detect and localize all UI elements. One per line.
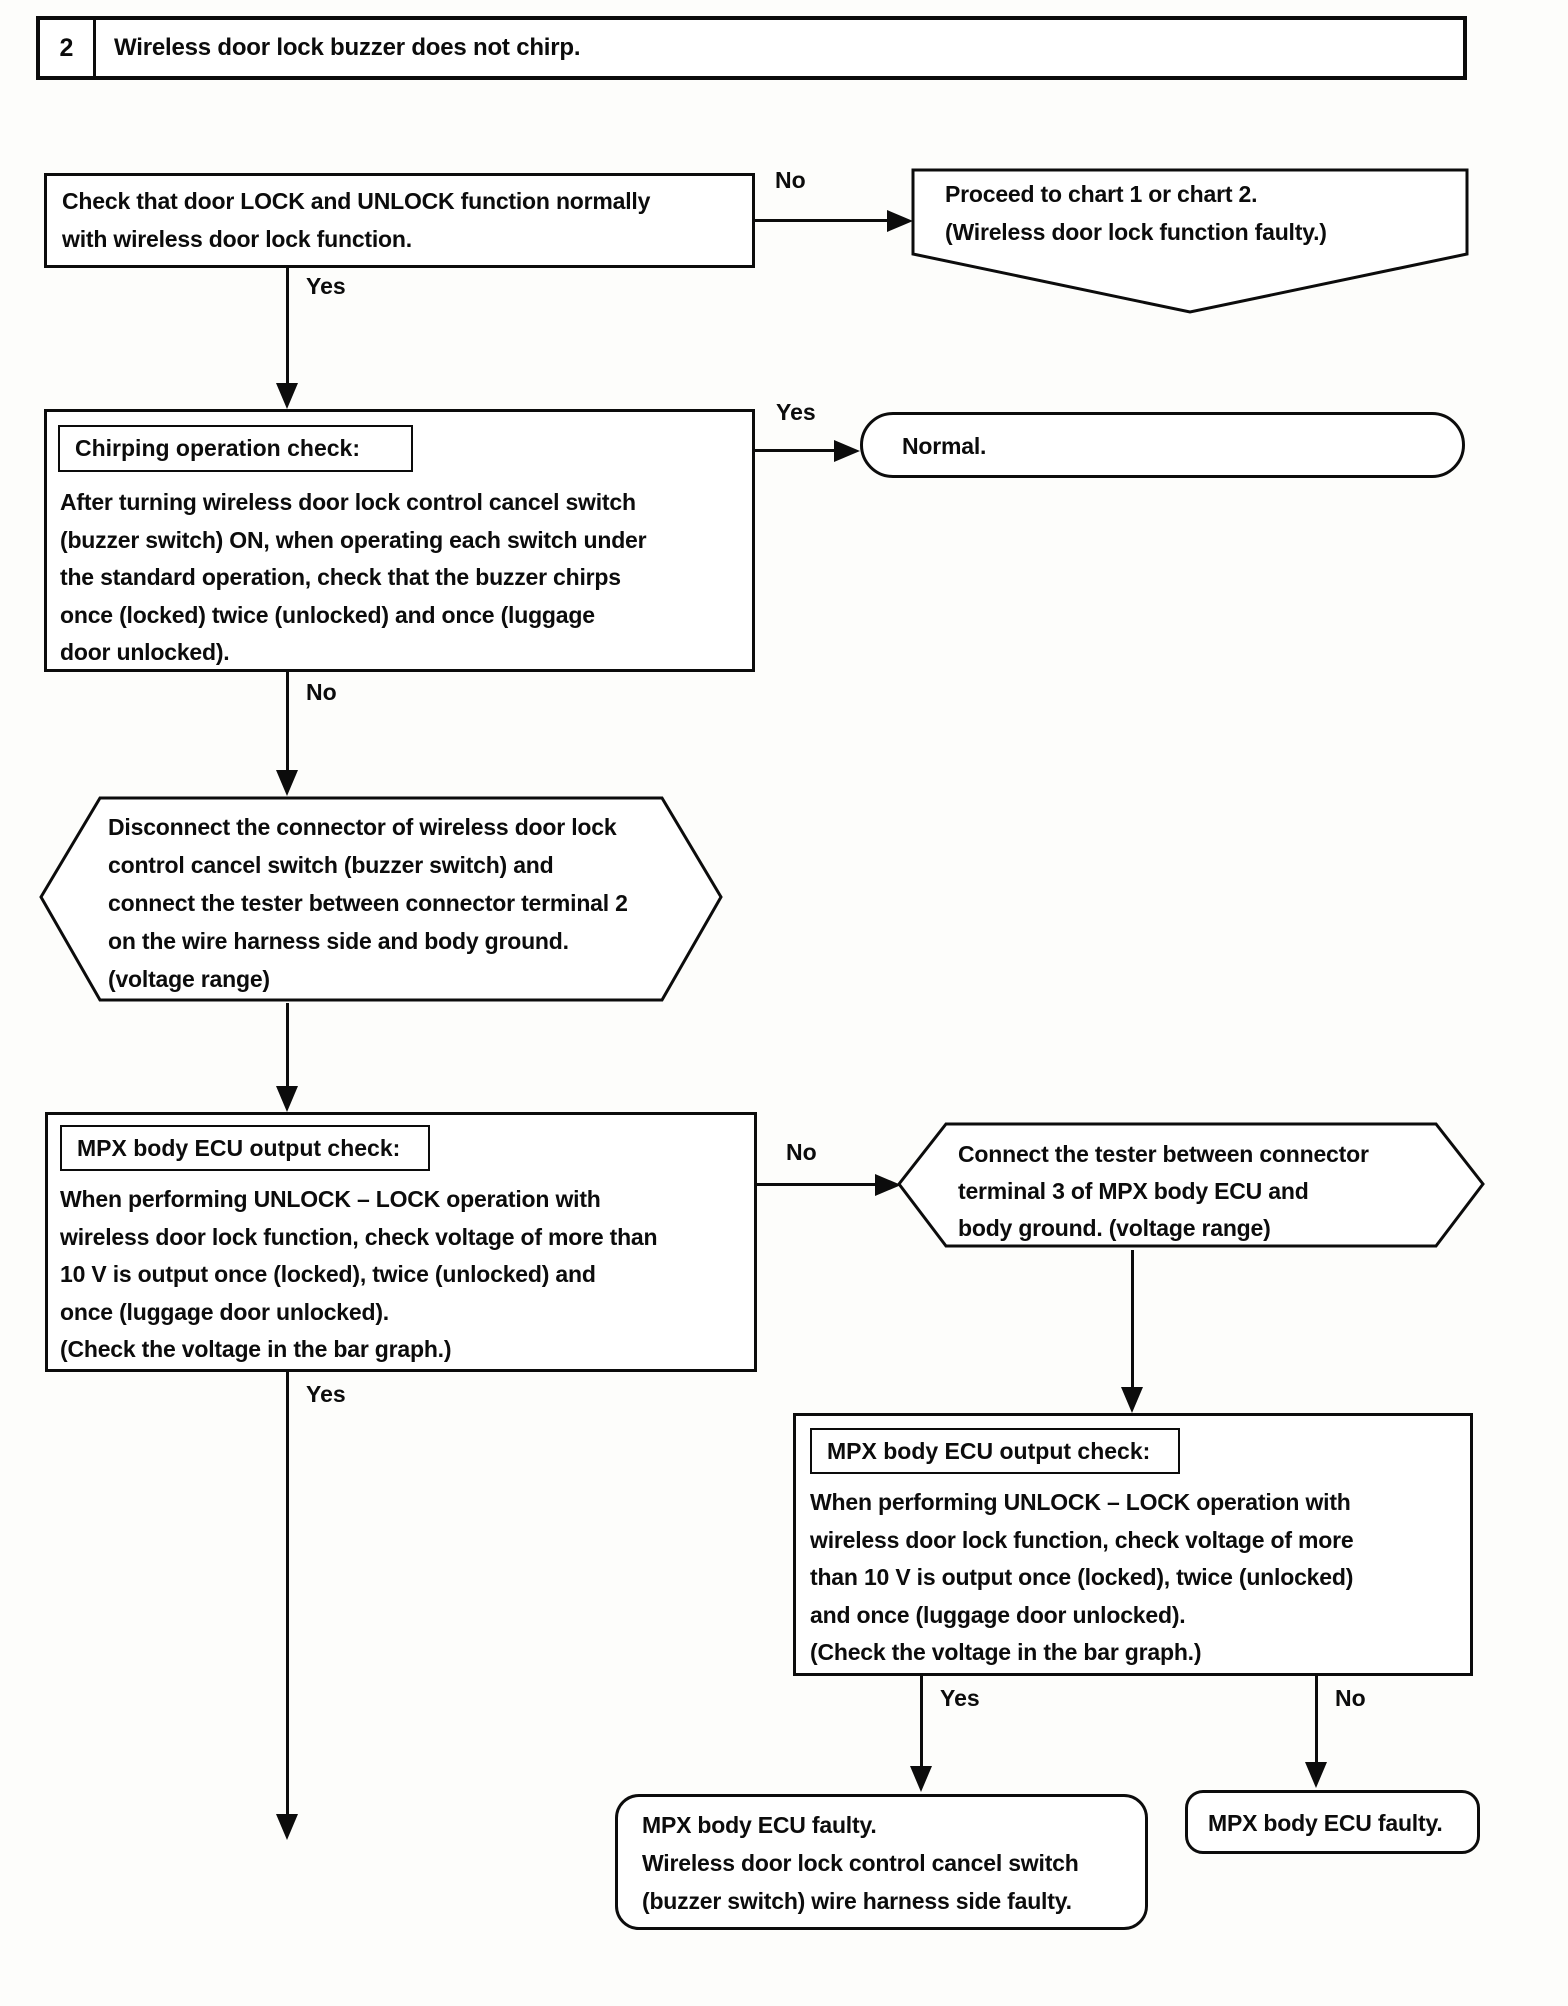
node-disconnect-connector-text: Disconnect the connector of wireless doo…	[108, 814, 628, 992]
node-disconnect-connector-shape	[39, 796, 723, 1002]
node-chirping-check-text: After turning wireless door lock control…	[60, 489, 647, 665]
node-connect-tester-text: Connect the tester between connector ter…	[958, 1141, 1369, 1241]
arrowhead-right-icon	[875, 1174, 901, 1196]
node-ecu-faulty-harness-text: MPX body ECU faulty. Wireless door lock …	[642, 1812, 1079, 1914]
chart-number: 2	[40, 20, 96, 76]
node-mpx-output-check-1-title: MPX body ECU output check:	[60, 1125, 430, 1171]
node-connect-tester-shape	[897, 1122, 1485, 1248]
arrowhead-down-icon	[276, 383, 298, 409]
arrowhead-down-icon	[276, 1814, 298, 1840]
node-proceed-chart-text: Proceed to chart 1 or chart 2. (Wireless…	[945, 181, 1327, 245]
connector-line	[757, 1183, 879, 1186]
arrowhead-down-icon	[910, 1766, 932, 1792]
branch-label-yes: Yes	[776, 399, 816, 425]
connector-line	[1131, 1250, 1134, 1390]
branch-label-no: No	[786, 1139, 817, 1165]
branch-label-no: No	[775, 167, 806, 193]
connector-line	[755, 219, 891, 222]
connector-line	[286, 268, 289, 386]
branch-label-no: No	[306, 679, 337, 705]
node-ecu-faulty-harness	[615, 1794, 1148, 1930]
node-chirping-check-title: Chirping operation check:	[58, 425, 413, 472]
node-mpx-output-check-2-title: MPX body ECU output check:	[810, 1428, 1180, 1474]
arrowhead-down-icon	[1305, 1762, 1327, 1788]
node-mpx-output-check-2-text: When performing UNLOCK – LOCK operation …	[810, 1489, 1354, 1665]
chart-header: 2 Wireless door lock buzzer does not chi…	[36, 16, 1467, 80]
node-check-lock-unlock	[44, 173, 755, 268]
arrowhead-down-icon	[1121, 1387, 1143, 1413]
node-normal	[860, 412, 1465, 478]
connector-line	[1315, 1676, 1318, 1766]
node-check-lock-unlock-text: Check that door LOCK and UNLOCK function…	[62, 188, 651, 252]
branch-label-yes: Yes	[306, 1381, 346, 1407]
connector-line	[286, 1372, 289, 1816]
node-proceed-chart-shape	[911, 168, 1469, 314]
connector-line	[920, 1676, 923, 1768]
branch-label-yes: Yes	[306, 273, 346, 299]
arrowhead-right-icon	[887, 210, 913, 232]
arrowhead-down-icon	[276, 1086, 298, 1112]
arrowhead-right-icon	[834, 440, 860, 462]
node-ecu-faulty-text: MPX body ECU faulty.	[1208, 1810, 1443, 1836]
connector-line	[286, 1003, 289, 1088]
arrowhead-down-icon	[276, 770, 298, 796]
connector-line	[754, 449, 838, 452]
branch-label-no: No	[1335, 1685, 1366, 1711]
node-mpx-output-check-1-text: When performing UNLOCK – LOCK operation …	[60, 1186, 658, 1362]
branch-label-yes: Yes	[940, 1685, 980, 1711]
page-title: Wireless door lock buzzer does not chirp…	[114, 34, 581, 61]
node-ecu-faulty	[1185, 1790, 1480, 1854]
node-normal-text: Normal.	[902, 433, 987, 459]
connector-line	[286, 672, 289, 772]
